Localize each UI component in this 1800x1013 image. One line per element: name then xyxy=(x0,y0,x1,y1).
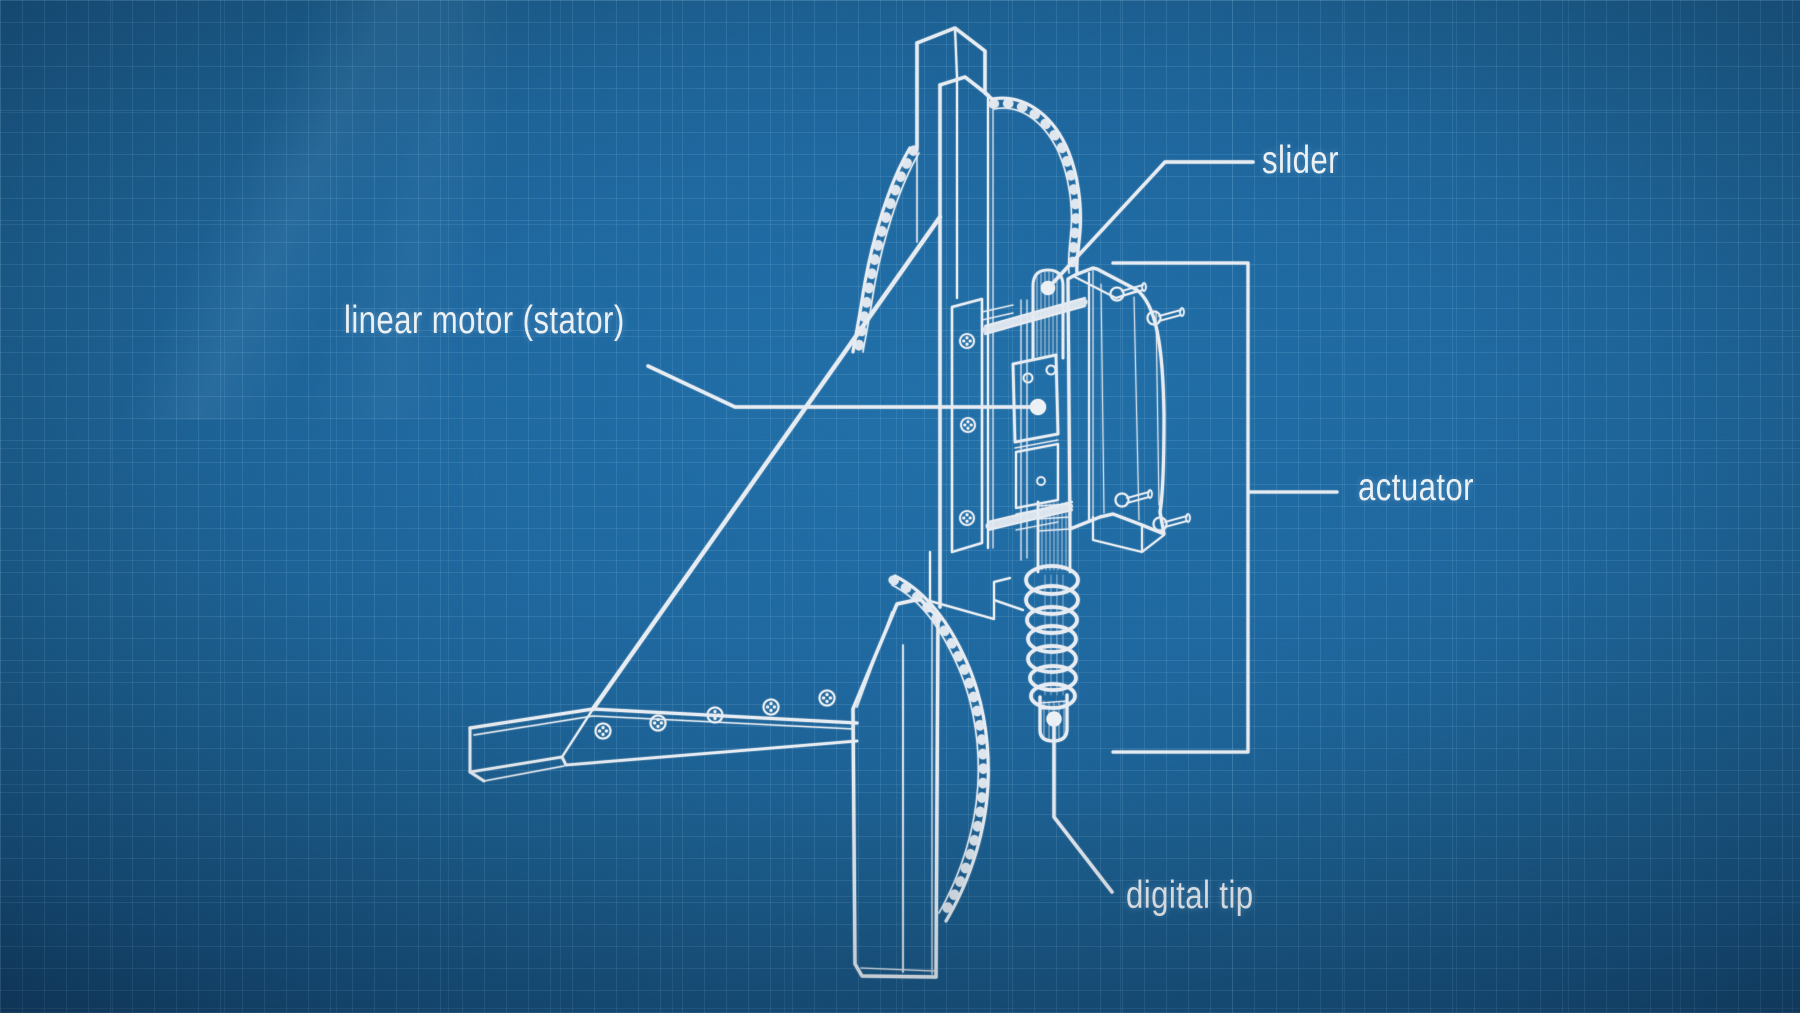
paper-vignette xyxy=(0,0,1800,1013)
blueprint-canvas: linear motor (stator) slider actuator di… xyxy=(0,0,1800,1013)
